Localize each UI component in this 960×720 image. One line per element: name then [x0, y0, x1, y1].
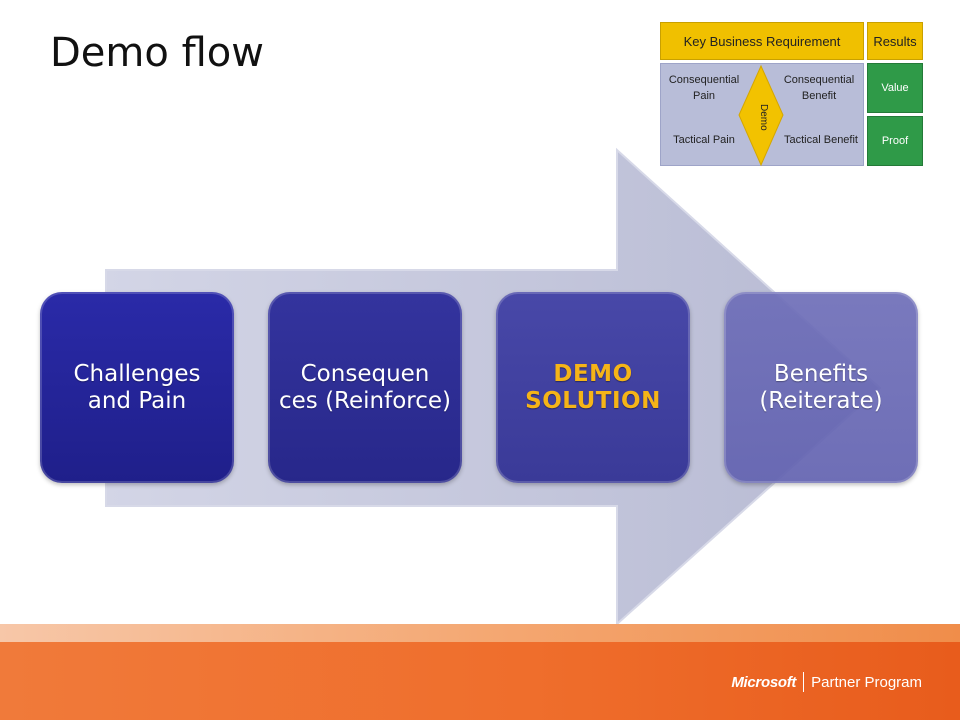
step-challenges: Challenges and Pain: [40, 292, 234, 483]
partner-program-label: Partner Program: [811, 673, 922, 691]
consequential-benefit-label: Consequential Benefit: [783, 74, 855, 102]
consequential-pain-label: Consequential Pain: [668, 74, 740, 102]
step-consequences: Consequen ces (Reinforce): [268, 292, 462, 483]
kbr-body: Consequential Pain Consequential Benefit…: [660, 63, 864, 167]
kbr-header: Key Business Requirement: [660, 22, 864, 60]
tactical-benefit-label: Tactical Benefit: [784, 134, 858, 146]
kbr-table: Key Business Requirement Results Consequ…: [660, 22, 923, 167]
value-cell: Value: [867, 63, 923, 113]
slide-title: Demo flow: [50, 30, 264, 76]
demo-diamond: [738, 64, 784, 167]
brand-divider: [803, 672, 805, 692]
step-benefits: Benefits (Reiterate): [724, 292, 918, 483]
proof-cell: Proof: [867, 116, 923, 166]
results-header: Results: [867, 22, 923, 60]
microsoft-wordmark: Microsoft: [731, 673, 797, 691]
tactical-pain-label: Tactical Pain: [673, 134, 735, 146]
footer-stripe: [0, 624, 960, 642]
footer-bar: [0, 642, 960, 720]
step-demo-solution: DEMO SOLUTION: [496, 292, 690, 483]
brand-logo: Microsoft Partner Program: [731, 672, 922, 692]
